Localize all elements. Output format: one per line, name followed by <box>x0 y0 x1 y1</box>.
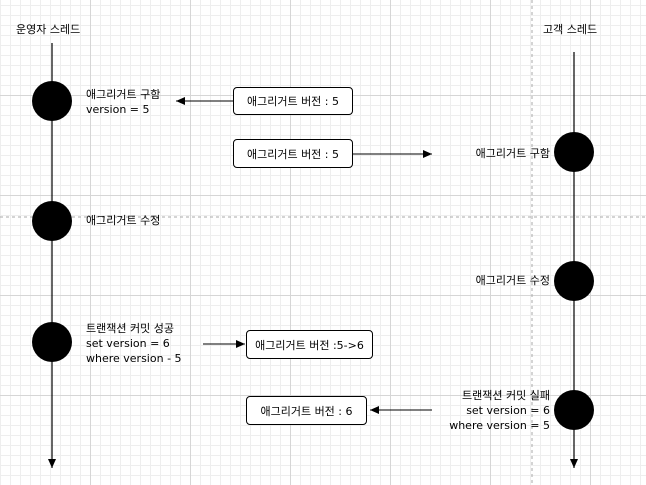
operator-event-3-set: set version = 6 <box>86 337 170 350</box>
operator-event-1-version: version = 5 <box>86 103 150 116</box>
operator-event-2-label: 애그리거트 수정 <box>86 214 161 227</box>
customer-event-dot <box>554 132 594 172</box>
customer-event-3-set: set version = 6 <box>466 404 550 417</box>
customer-event-3-where: where version = 5 <box>449 419 550 432</box>
customer-event-dot <box>554 390 594 430</box>
operator-event-dot <box>32 322 72 362</box>
operator-event-3-label: 트랜잭션 커밋 성공 set version = 6 where version… <box>86 321 182 366</box>
operator-event-1-label: 애그리거트 구함 version = 5 <box>86 87 160 117</box>
customer-lane-title: 고객 스레드 <box>543 23 598 36</box>
version-box-3: 애그리거트 버전 :5->6 <box>246 330 373 359</box>
operator-lane-title: 운영자 스레드 <box>16 23 81 36</box>
operator-event-3-where: where version - 5 <box>86 352 182 365</box>
operator-event-dot <box>32 81 72 121</box>
version-box-2: 애그리거트 버전 : 5 <box>233 139 353 168</box>
customer-event-3-label: 트랜잭션 커밋 실패 set version = 6 where version… <box>449 388 550 433</box>
customer-event-3-title: 트랜잭션 커밋 실패 <box>462 389 550 402</box>
version-box-4: 애그리거트 버전 : 6 <box>246 396 367 425</box>
operator-event-dot <box>32 201 72 241</box>
customer-event-2-label: 애그리거트 수정 <box>475 274 550 287</box>
version-box-1: 애그리거트 버전 : 5 <box>233 87 353 115</box>
operator-event-1-title: 애그리거트 구함 <box>86 88 161 101</box>
operator-event-3-title: 트랜잭션 커밋 성공 <box>86 322 174 335</box>
customer-event-dot <box>554 261 594 301</box>
customer-event-1-label: 애그리거트 구함 <box>475 147 550 160</box>
